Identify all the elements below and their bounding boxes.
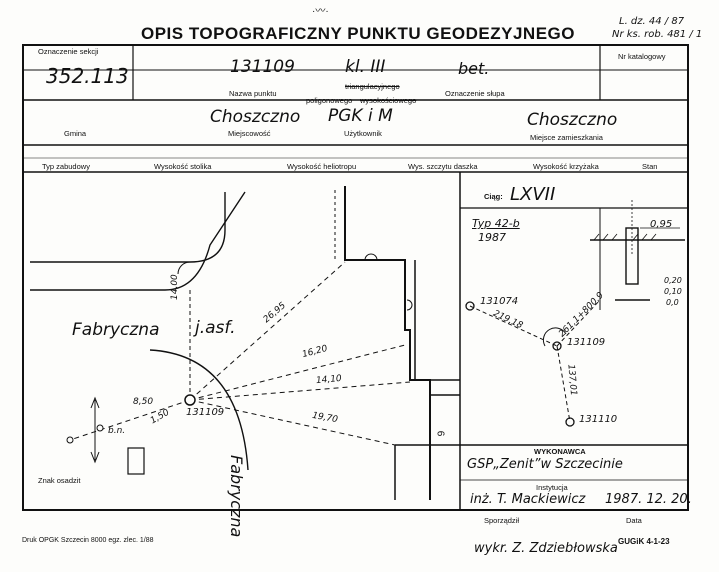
punkt-number: 131109 [230, 57, 295, 77]
nr-ks-rob: Nr ks. rob. 481 / 1 [612, 29, 703, 40]
surface-label: j.asf. [195, 318, 236, 338]
instytucja-label: Instytucja [536, 483, 568, 492]
wykonawca-value: GSP„Zenit”w Szczecinie [467, 457, 623, 472]
dist-14-00: 14,00 [170, 274, 180, 300]
typ-poligon: poligonowego [306, 96, 353, 105]
point-131074: 131074 [480, 296, 519, 307]
point-131110: 131110 [579, 414, 618, 425]
wykr-signature: wykr. Z. Zdziebłowska [474, 541, 618, 556]
sporzadzil-label: Sporządził [484, 516, 520, 525]
print-note: Druk OPGK Szczecin 8000 egz. zlec. 1/88 [22, 537, 154, 544]
bn-label: b.n. [108, 426, 126, 436]
punkt-class: kl. III [345, 57, 386, 77]
typ-year: 1987 [478, 231, 506, 244]
stan-label: Stan [642, 162, 658, 171]
form-frame [22, 44, 689, 511]
building-number: 6 [434, 430, 446, 437]
typ-triang: triangulacyjnego [345, 82, 400, 91]
stamp-mark: ·〰︎· [312, 6, 329, 17]
gugik-code: GUGiK 4-1-23 [618, 537, 670, 546]
typ-zabudowy-label: Typ zabudowy [42, 162, 90, 171]
point-label: 131109 [186, 407, 225, 418]
sekcja-value: 352.113 [46, 64, 129, 88]
typ-wysok: wysokościowego [360, 96, 417, 105]
point-131109: 131109 [567, 337, 606, 348]
height-3: 0,0 [666, 298, 679, 307]
wykonawca-label: WYKONAWCA [534, 447, 586, 456]
wys-stolika-label: Wysokość stolika [154, 162, 212, 171]
sporzadzil-value: inż. T. Mackiewicz [470, 492, 586, 507]
street-name-2: Fabryczna [227, 455, 246, 538]
uzytkownik-label: Użytkownik [344, 129, 382, 138]
depth-label: 0,95 [650, 219, 673, 230]
ciag-label: Ciąg: [484, 192, 503, 201]
height-1: 0,20 [664, 276, 682, 285]
point-marker-131109 [184, 394, 196, 406]
uzytkownik-value: PGK i M [328, 106, 393, 126]
wys-krzyzaka-label: Wysokość krzyżaka [533, 162, 599, 171]
gmina-label: Gmina [64, 129, 87, 138]
zamieszkanie-label: Miejsce zamieszkania [530, 133, 603, 142]
form-title: OPIS TOPOGRAFICZNY PUNKTU GEODEZYJNEGO [141, 24, 575, 43]
data-label: Data [626, 516, 642, 525]
miejscowosc-label: Miejscowość [228, 129, 271, 138]
building-outline [344, 186, 431, 500]
curb-line-2 [30, 191, 246, 291]
ciag-value: LXVII [510, 184, 556, 205]
slup-value: bet. [458, 59, 490, 78]
ldz-number: L. dz. 44 / 87 [619, 16, 685, 27]
znak-label: Znak osadzit [38, 476, 81, 485]
date-value: 1987. 12. 20. [605, 492, 692, 507]
katalog-label: Nr katalogowy [618, 52, 666, 61]
street-name-1: Fabryczna [72, 320, 160, 340]
measurement-lines [69, 261, 411, 446]
height-2: 0,10 [664, 287, 682, 296]
dist-8-50: 8,50 [133, 397, 154, 407]
sekcja-label: Oznaczenie sekcji [38, 47, 99, 56]
curb-line-1 [30, 192, 226, 263]
typ-znaku: Typ 42-b [472, 217, 520, 230]
miejscowosc-value: Choszczno [210, 107, 301, 127]
wys-daszka-label: Wys. szczytu daszka [408, 162, 478, 171]
curb-line-3 [149, 349, 249, 471]
wys-heliotropu-label: Wysokość heliotropu [287, 162, 357, 171]
zamieszkanie-value: Choszczno [527, 110, 618, 130]
slup-label: Oznaczenie słupa [445, 89, 505, 98]
nazwa-label: Nazwa punktu [229, 89, 277, 98]
